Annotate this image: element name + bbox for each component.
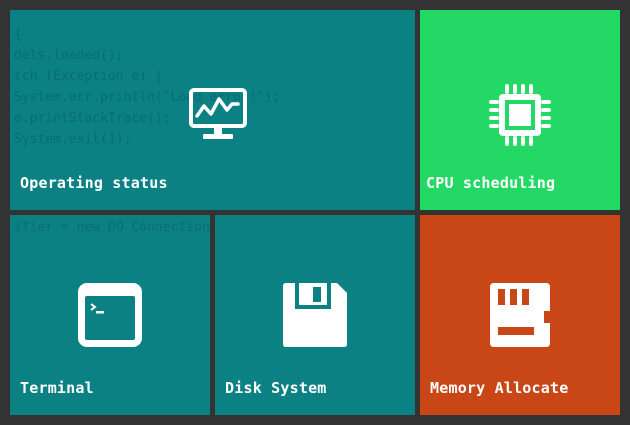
tile-terminal[interactable]: ifier = new DO_Connection(); Terminal (10, 215, 210, 415)
cpu-chip-icon (489, 84, 551, 146)
code-background: ifier = new DO_Connection(); (14, 220, 210, 235)
tile-memory-allocate[interactable]: Memory Allocate (420, 215, 620, 415)
terminal-window-icon (78, 283, 142, 347)
tile-label-cpu-scheduling: CPU scheduling (426, 174, 556, 192)
tile-label-memory-allocate: Memory Allocate (430, 379, 569, 397)
monitor-chart-icon (189, 88, 247, 139)
tile-cpu-scheduling[interactable]: CPU scheduling (420, 10, 620, 210)
tile-label-disk-system: Disk System (225, 379, 327, 397)
floppy-disk-icon (283, 283, 347, 347)
tile-label-operating-status: Operating status (20, 174, 168, 192)
tile-disk-system[interactable]: Disk System (215, 215, 415, 415)
tile-operating-status[interactable]: { dels.loaded(); tch (Exception e) { Sys… (10, 10, 415, 210)
memory-card-icon (490, 283, 550, 347)
tile-label-terminal: Terminal (20, 379, 94, 397)
